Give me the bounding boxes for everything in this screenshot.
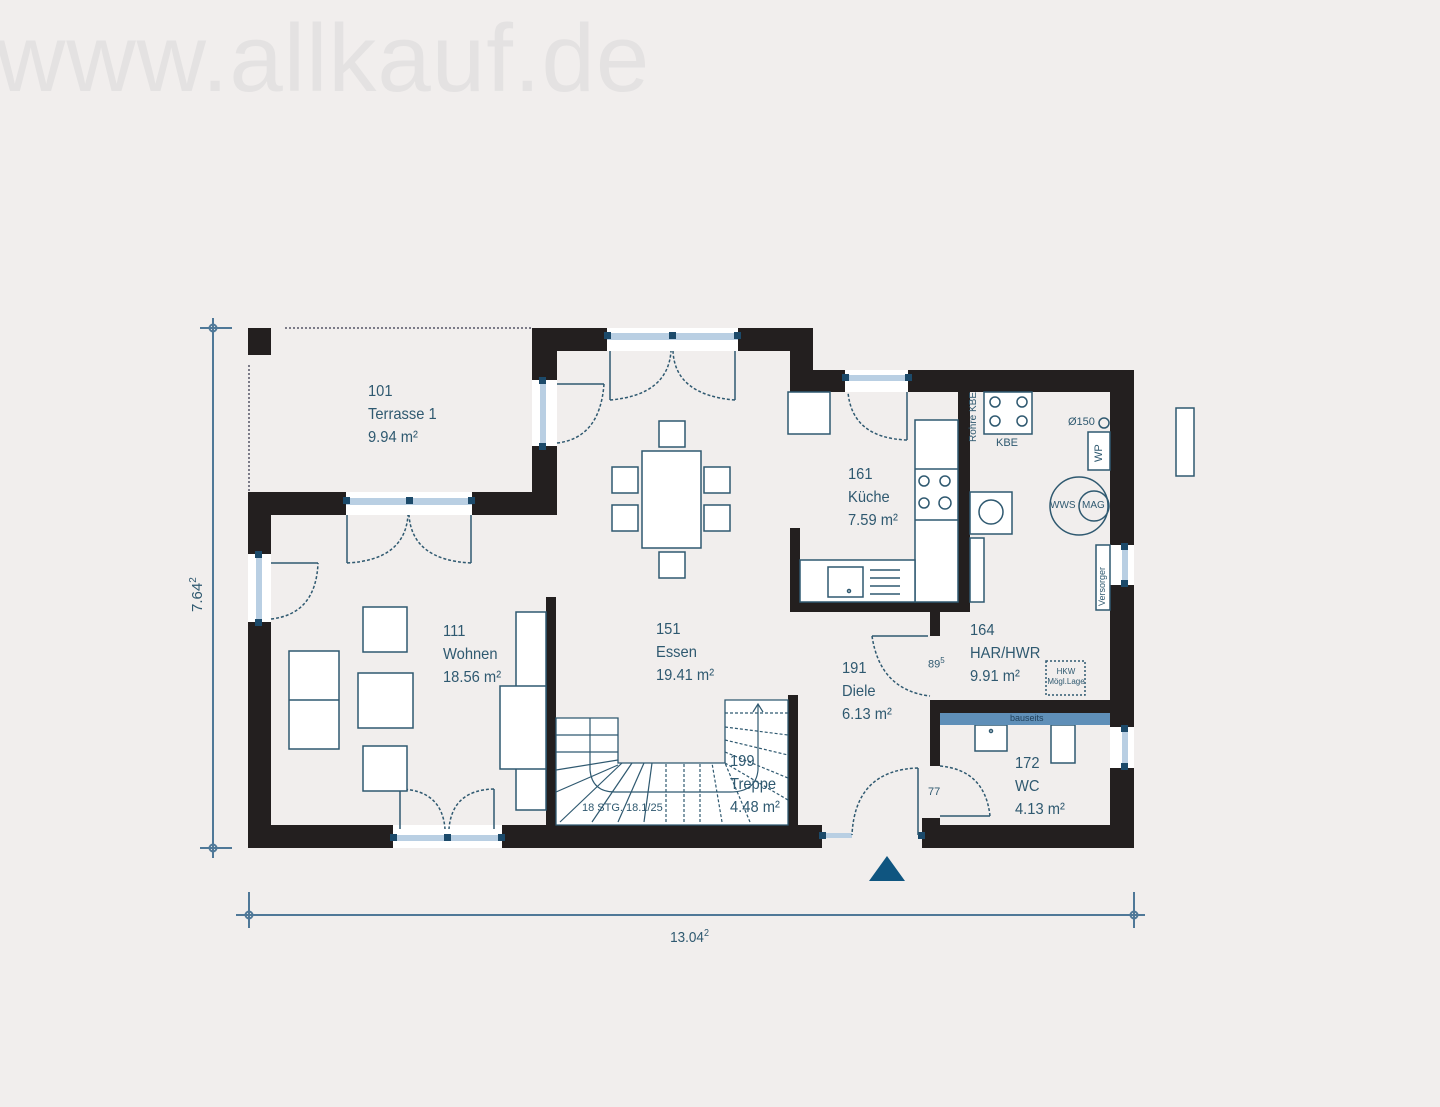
height-dimension: 7.642 (188, 577, 206, 612)
width-dimension: 13.042 (670, 928, 709, 946)
room-label-har-hwr: 164 HAR/HWR 9.91 m² (970, 622, 1041, 685)
room-label-treppe: 199 Treppe 4.48 m² (730, 753, 780, 816)
wws-label: WWS (1050, 500, 1076, 511)
room-label-kueche: 161 Küche 7.59 m² (848, 466, 898, 529)
room-label-wohnen: 111 Wohnen 18.56 m² (443, 623, 502, 686)
furniture-details (846, 396, 1110, 734)
room-label-essen: 151 Essen 19.41 m² (656, 621, 715, 684)
entrance-marker-icon (869, 856, 905, 881)
doors (270, 350, 991, 836)
watermark: www.allkauf.de (0, 5, 651, 112)
wp-label: WP (1093, 444, 1105, 462)
flue-label: Ø150 (1068, 416, 1095, 428)
stairs-note: 18 STG. 18.1/25 (582, 802, 663, 814)
rohre-kbe-label: Rohre KBE (968, 391, 979, 442)
kbe-label: KBE (996, 437, 1019, 449)
terrace-outline (248, 327, 532, 492)
bauseits-label: bauseits (1010, 713, 1044, 723)
room-label-terrasse: 101 Terrasse 1 9.94 m² (368, 383, 437, 446)
door-width-wc: 77 (928, 786, 941, 798)
bauseits-bar (940, 713, 1110, 725)
door-width-diele: 895 (928, 656, 945, 671)
stair-treads (555, 702, 789, 823)
hkw-label: HKW Mögl.Lage (1047, 667, 1085, 686)
dimension-lines (200, 318, 1145, 928)
staircase (555, 699, 789, 826)
versorger-label: Versorger (1097, 566, 1107, 606)
walls (248, 328, 1134, 848)
room-label-wc: 172 WC 4.13 m² (1015, 755, 1065, 818)
windows (248, 328, 1134, 848)
furniture (288, 391, 1195, 811)
room-label-diele: 191 Diele 6.13 m² (842, 660, 892, 723)
mag-label: MAG (1082, 500, 1105, 511)
